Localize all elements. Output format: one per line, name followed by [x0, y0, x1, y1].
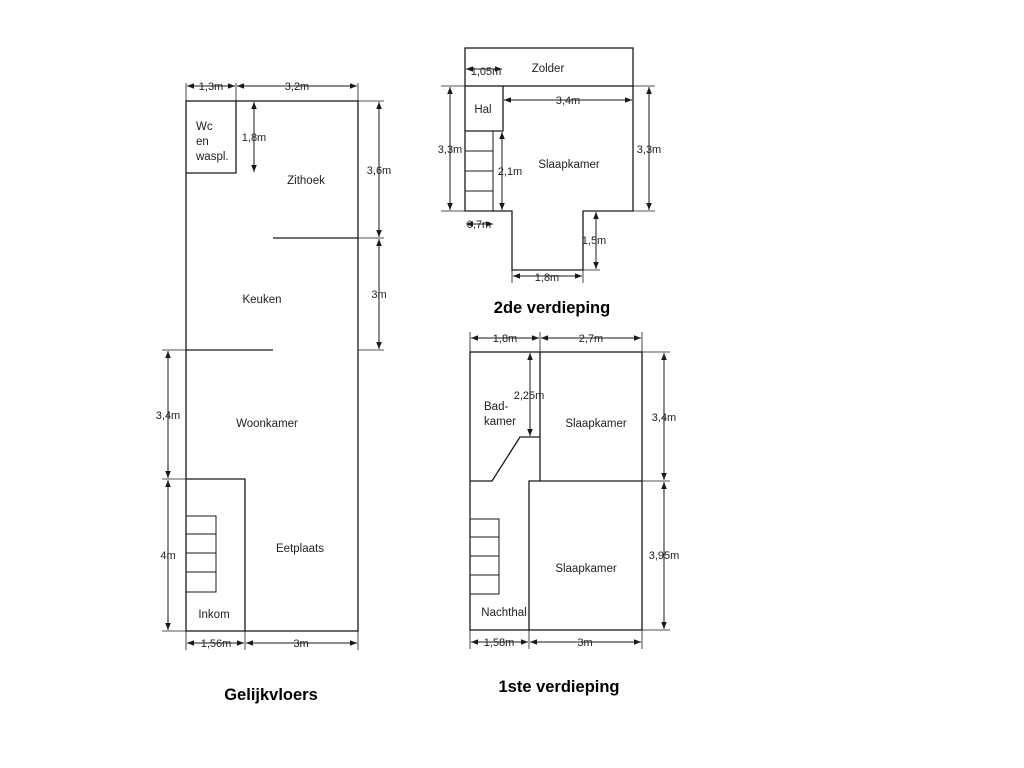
first-stairs — [469, 518, 500, 595]
room-label-slaapkamer-2: Slaapkamer — [538, 159, 600, 171]
first-dim-top-left: 1,8m — [493, 333, 517, 345]
room-label-eetplaats: Eetplaats — [276, 543, 324, 555]
second-dim-notch-height: 1,5m — [582, 235, 606, 247]
zolder-wall — [464, 47, 634, 87]
wc-wall — [186, 101, 237, 174]
second-dimension-labels: 1,05m 3,4m 3,3m 3,3m 2,1m 0,7m 1,5m 1,8m — [438, 66, 661, 284]
first-floor-plan: 1,8m 2,7m 2,25m 3,4m 3,95m 1,58m 3m Bad-… — [469, 332, 680, 696]
first-floor-title: 1ste verdieping — [498, 678, 619, 696]
ground-dim-top-left: 1,3m — [199, 81, 223, 93]
ground-dim-wc: 1,8m — [242, 132, 266, 144]
second-stairs — [464, 130, 494, 212]
ground-floor-title: Gelijkvloers — [224, 686, 318, 704]
ground-floor-plan: 1,3m 3,2m 1,8m 3,6m 3m 3,4m 4m 1,56m 3m … — [156, 81, 391, 704]
first-dim-bottom-left: 1,58m — [484, 637, 515, 649]
first-dim-top-room: 3,4m — [652, 412, 676, 424]
first-dimension-labels: 1,8m 2,7m 2,25m 3,4m 3,95m 1,58m 3m — [484, 333, 680, 649]
second-dimensions — [441, 66, 655, 283]
second-dim-left-height: 3,3m — [438, 144, 462, 156]
ground-dim-top-right: 3,2m — [285, 81, 309, 93]
second-room-labels: Zolder Hal Slaapkamer — [474, 63, 599, 171]
second-dim-stair: 0,7m — [467, 219, 491, 231]
second-floor-plan: 1,05m 3,4m 3,3m 3,3m 2,1m 0,7m 1,5m 1,8m… — [438, 47, 661, 317]
first-dim-bad: 2,25m — [514, 390, 545, 402]
ground-dimension-labels: 1,3m 3,2m 1,8m 3,6m 3m 3,4m 4m 1,56m 3m — [156, 81, 391, 650]
second-dim-right-height: 3,3m — [637, 144, 661, 156]
first-dim-top-right: 2,7m — [579, 333, 603, 345]
room-label-wc-1: Wc — [196, 121, 213, 133]
inkom-wall — [186, 478, 246, 631]
room-label-badkamer-2: kamer — [484, 416, 516, 428]
room-label-keuken: Keuken — [242, 294, 281, 306]
second-dim-inner-height: 2,1m — [498, 166, 522, 178]
room-label-woonkamer: Woonkamer — [236, 418, 298, 430]
ground-floor-walls — [185, 100, 359, 632]
first-room-labels: Bad- kamer Slaapkamer Slaapkamer Nachtha… — [481, 401, 627, 619]
room-label-nachthal: Nachthal — [481, 607, 526, 619]
room-label-inkom: Inkom — [198, 609, 229, 621]
first-floor-walls — [469, 351, 643, 631]
second-dim-room-width: 3,4m — [556, 95, 580, 107]
second-floor-title: 2de verdieping — [494, 299, 610, 317]
ground-dim-keuken: 3m — [371, 289, 386, 301]
ground-dim-zithoek: 3,6m — [367, 165, 391, 177]
first-dim-bottom-right: 3m — [577, 637, 592, 649]
room-label-hal: Hal — [474, 104, 491, 116]
first-dimensions — [469, 332, 670, 649]
room-label-slaapkamer-top: Slaapkamer — [565, 418, 627, 430]
ground-outer-wall — [185, 100, 359, 632]
badkamer-angled-wall — [470, 436, 540, 482]
ground-dim-bottom-right: 3m — [293, 638, 308, 650]
room-label-badkamer-1: Bad- — [484, 401, 508, 413]
ground-dim-bottom-left: 1,56m — [201, 638, 232, 650]
ground-stairs — [185, 515, 217, 593]
room-label-wc-3: waspl. — [195, 151, 229, 163]
slaapkamer-bottom-wall — [528, 480, 642, 630]
room-label-zolder: Zolder — [532, 63, 565, 75]
first-outer-wall — [469, 351, 643, 631]
room-label-wc-2: en — [196, 136, 209, 148]
room-label-zithoek: Zithoek — [287, 175, 325, 187]
first-dim-bottom-room: 3,95m — [649, 550, 680, 562]
ground-room-labels: Wc en waspl. Zithoek Keuken Woonkamer Ee… — [195, 121, 325, 621]
room-label-slaapkamer-bottom: Slaapkamer — [555, 563, 617, 575]
ground-dimensions — [162, 83, 384, 650]
ground-dim-eetplaats: 4m — [160, 550, 175, 562]
second-dim-notch-width: 1,8m — [535, 272, 559, 284]
ground-dim-woonkamer: 3,4m — [156, 410, 180, 422]
second-dim-hal: 1,05m — [471, 66, 502, 78]
